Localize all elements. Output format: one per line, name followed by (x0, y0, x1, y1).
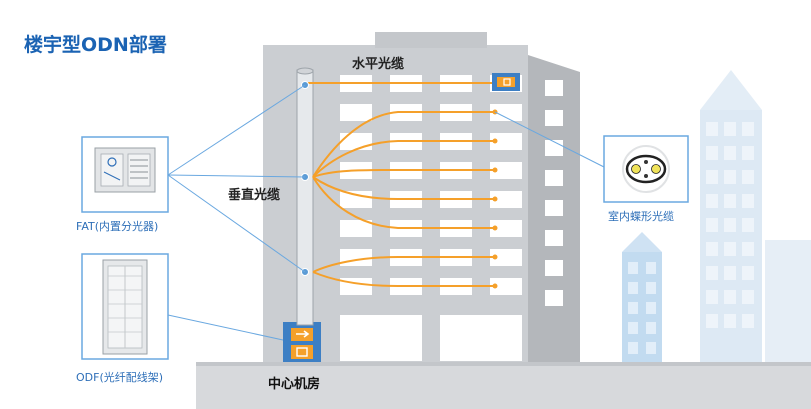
fat-box (81, 136, 169, 213)
background-building-small (622, 232, 662, 368)
central-office-label: 中心机房 (268, 377, 321, 392)
background-building-far-right (765, 240, 811, 368)
indoor-cable-callout-line (494, 111, 605, 168)
ground (196, 362, 811, 409)
background-skyscraper-right (700, 70, 762, 368)
wall-outlet-icon (492, 73, 520, 91)
page-title: 楼宇型ODN部署 (24, 34, 167, 56)
odf-label: ODF(光纤配线架) (76, 371, 164, 384)
indoor-cable-box (603, 135, 689, 203)
central-room-box (283, 322, 321, 362)
horizontal-cables (305, 82, 495, 287)
vertical-cable-label: 垂直光缆 (228, 188, 281, 203)
indoor-cable-label: 室内蝶形光缆 (608, 210, 674, 223)
vertical-riser (296, 67, 314, 326)
odf-callout-line (167, 314, 284, 341)
fat-callout-lines (167, 84, 306, 273)
cable-end-markers (492, 109, 498, 289)
fat-label: FAT(内置分光器) (76, 220, 159, 233)
odf-box (81, 253, 169, 360)
horizontal-cable-label: 水平光缆 (352, 57, 405, 72)
